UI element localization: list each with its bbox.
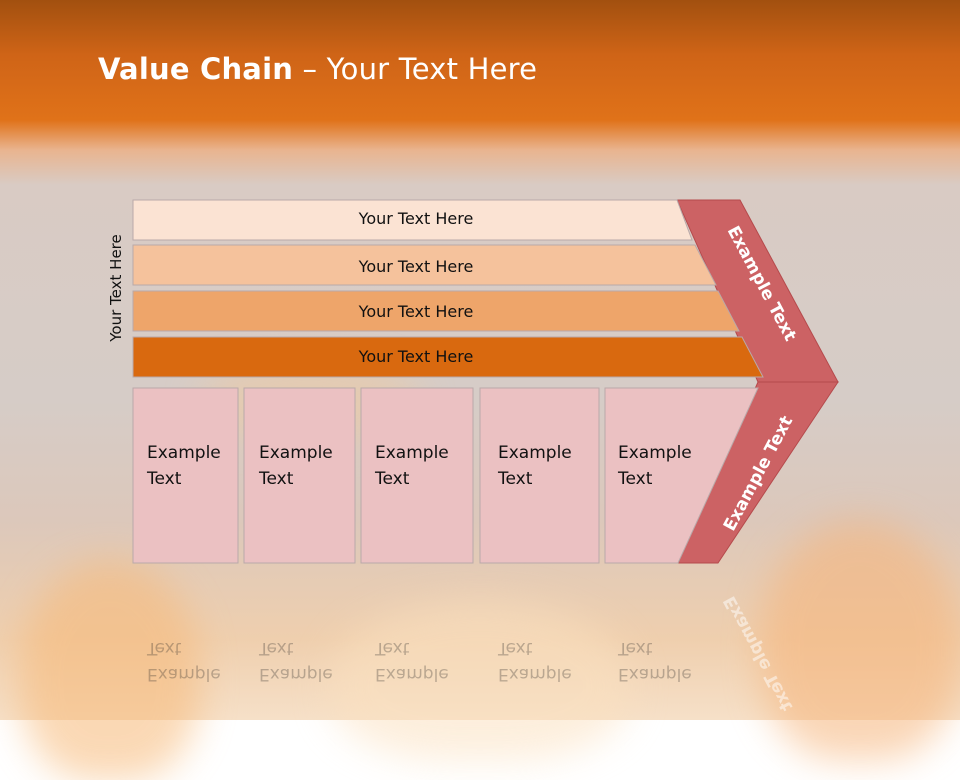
column-box bbox=[479, 563, 600, 720]
reflection-column-text: Text bbox=[374, 638, 410, 658]
band-2-label: Your Text Here bbox=[358, 257, 474, 276]
column-2-line2: Text bbox=[258, 469, 294, 489]
column-2-line1: Example bbox=[259, 443, 333, 463]
band-1 bbox=[132, 199, 693, 241]
column-box bbox=[604, 387, 759, 564]
reflection-column-text: Example bbox=[375, 664, 449, 684]
reflection-column-text: Text bbox=[258, 638, 294, 658]
column-box bbox=[360, 387, 474, 564]
reflection-column-text: Text bbox=[617, 638, 653, 658]
column-3-line2: Text bbox=[374, 469, 410, 489]
column-3-line1: Example bbox=[375, 443, 449, 463]
band-1-label: Your Text Here bbox=[358, 209, 474, 228]
column-box bbox=[132, 563, 239, 720]
column-5-line1: Example bbox=[618, 443, 692, 463]
column-box bbox=[243, 387, 356, 564]
column-4-line1: Example bbox=[498, 443, 572, 463]
reflection-column-text: Example bbox=[147, 664, 221, 684]
column-box bbox=[243, 563, 356, 720]
column-1-line2: Text bbox=[146, 469, 182, 489]
band-4-label: Your Text Here bbox=[358, 347, 474, 366]
value-chain-diagram: Your Text Here Your Text Here Your Text … bbox=[132, 199, 839, 720]
title-rest: – Your Text Here bbox=[293, 52, 538, 86]
reflection-column-text: Example bbox=[259, 664, 333, 684]
reflection-column-text: Text bbox=[497, 638, 533, 658]
band-3-label: Your Text Here bbox=[358, 302, 474, 321]
column-box bbox=[604, 563, 750, 720]
band-3 bbox=[132, 290, 740, 332]
column-1-line1: Example bbox=[147, 443, 221, 463]
column-box bbox=[360, 563, 474, 720]
reflection-column-text: Example bbox=[498, 664, 572, 684]
diagram-reflection bbox=[132, 563, 823, 720]
title-bold: Value Chain bbox=[98, 52, 294, 86]
column-4-line2: Text bbox=[497, 469, 533, 489]
column-box bbox=[479, 387, 600, 564]
reflection-column-text: Text bbox=[146, 638, 182, 658]
slide-title: Value Chain – Your Text Here bbox=[98, 52, 537, 86]
band-2 bbox=[132, 244, 717, 286]
column-box bbox=[132, 387, 239, 564]
band-4 bbox=[132, 336, 764, 378]
column-5-line2: Text bbox=[617, 469, 653, 489]
reflection-column-text: Example bbox=[618, 664, 692, 684]
reflection-text: Example Text Example Text Example Text E… bbox=[146, 638, 692, 684]
